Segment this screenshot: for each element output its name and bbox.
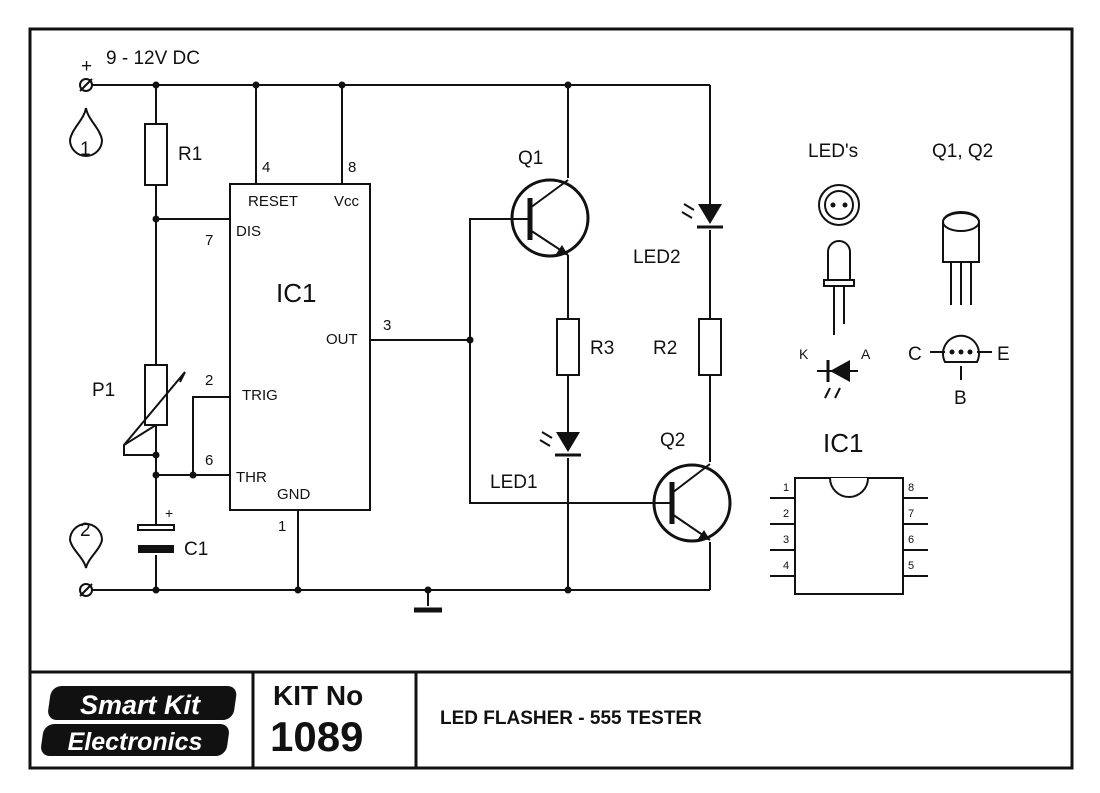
r1-label: R1	[178, 144, 202, 165]
r3-resistor	[556, 318, 580, 376]
q-e-label: E	[997, 344, 1010, 365]
transistor-side-view-icon	[942, 211, 980, 305]
led-k-label: K	[799, 346, 809, 362]
r2-label: R2	[653, 338, 677, 359]
led-top-view-icon	[818, 184, 860, 226]
dip-pin-5: 5	[908, 560, 914, 572]
plus-sign: +	[81, 56, 92, 77]
led1-label: LED1	[490, 472, 538, 493]
terminal-2-label: 2	[80, 520, 91, 541]
terminal-1-label: 1	[80, 139, 91, 160]
ic1-num-2: 2	[205, 372, 213, 389]
led2-diode	[681, 203, 723, 229]
q1-label: Q1	[518, 148, 543, 169]
ic1-pin-thr: THR	[236, 469, 267, 486]
c1-plus: +	[165, 505, 173, 521]
kit-number: 1089	[270, 713, 363, 760]
ic1-body	[229, 183, 371, 511]
p1-adjust-arrow	[123, 371, 186, 446]
ic1-num-4: 4	[262, 159, 270, 176]
terminal-2-marker	[68, 523, 104, 569]
ic1-num-1: 1	[278, 518, 286, 535]
transistor-pinout-icon	[930, 334, 992, 380]
ic1-pin-reset: RESET	[248, 193, 298, 210]
r1-resistor	[144, 123, 168, 186]
junction-dots	[152, 81, 572, 594]
dip-pin-6: 6	[908, 534, 914, 546]
ic1-num-7: 7	[205, 232, 213, 249]
leds-title: LED's	[808, 141, 858, 162]
led-side-view-icon	[823, 240, 855, 335]
ic1-num-6: 6	[205, 452, 213, 469]
led-a-label: A	[861, 346, 871, 362]
q-title: Q1, Q2	[932, 141, 993, 162]
supply-label: 9 - 12V DC	[106, 48, 200, 69]
led-symbol-icon	[817, 360, 858, 399]
ic1-pin-dis: DIS	[236, 223, 261, 240]
ic1-pin-trig: TRIG	[242, 387, 278, 404]
ic1-pin-vcc: Vcc	[334, 193, 360, 210]
ic1-num-8: 8	[348, 159, 356, 176]
led2-label: LED2	[633, 247, 681, 268]
c1-capacitor	[137, 524, 175, 553]
c1-label: C1	[184, 539, 208, 560]
brand-logo: Smart Kit Electronics	[41, 686, 237, 756]
positive-terminal	[79, 78, 93, 92]
ic1-label: IC1	[276, 278, 316, 308]
outer-frame	[28, 27, 1074, 770]
dip-pin-4: 4	[783, 560, 789, 572]
dip-pin-3: 3	[783, 534, 789, 546]
led1-diode	[539, 431, 581, 457]
r2-resistor	[698, 318, 722, 376]
q-b-label: B	[954, 388, 967, 409]
dip-pin-2: 2	[783, 508, 789, 520]
q2-transistor	[632, 463, 732, 543]
dip-pin-8: 8	[908, 482, 914, 494]
terminal-1-marker	[68, 107, 104, 157]
dip-pin-1: 1	[783, 482, 789, 494]
kit-title: LED FLASHER - 555 TESTER	[440, 708, 702, 729]
q1-transistor	[510, 178, 590, 258]
ic1-pin-out: OUT	[326, 331, 358, 348]
ic-legend-title: IC1	[823, 428, 863, 458]
negative-terminal	[79, 583, 93, 597]
r3-label: R3	[590, 338, 614, 359]
q2-label: Q2	[660, 430, 685, 451]
kit-label: KIT No	[273, 680, 363, 711]
ic1-num-3: 3	[383, 317, 391, 334]
dip-pin-7: 7	[908, 508, 914, 520]
svg-text:Smart Kit: Smart Kit	[80, 690, 201, 720]
svg-text:Electronics: Electronics	[68, 728, 203, 756]
dip8-package-icon	[770, 477, 928, 595]
p1-label: P1	[92, 380, 115, 401]
q-c-label: C	[908, 344, 922, 365]
ic1-pin-gnd: GND	[277, 486, 311, 503]
